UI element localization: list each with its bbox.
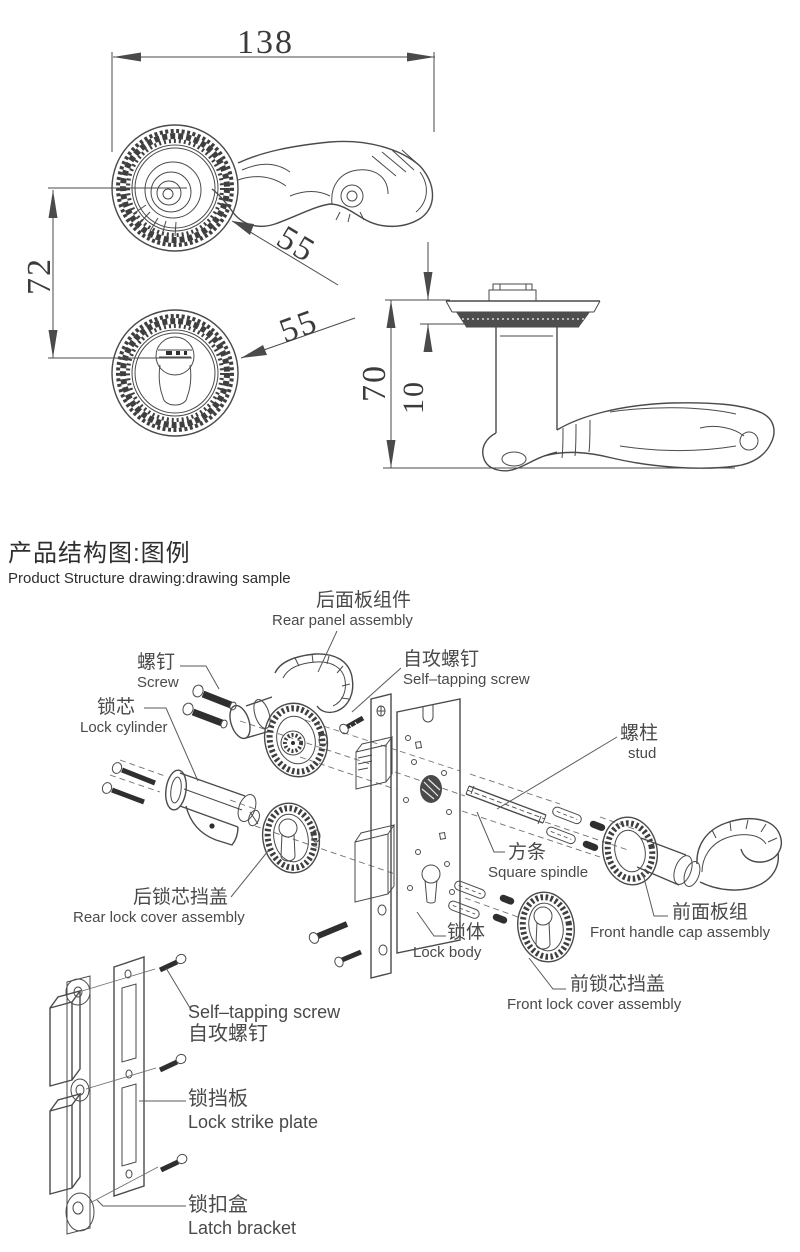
front-lock-cover-part xyxy=(517,891,575,963)
dimension-value-70: 70 xyxy=(356,364,393,402)
label-self-tapping-screw-top: 自攻螺钉 Self–tapping screw xyxy=(403,649,530,689)
label-zh: 锁挡板 xyxy=(188,1088,248,1110)
page-title-en: Product Structure drawing:drawing sample xyxy=(8,570,291,587)
label-zh: 锁芯 xyxy=(97,697,136,718)
front-handle-cap-part xyxy=(601,816,782,891)
label-en: Rear panel assembly xyxy=(272,612,413,630)
dimension-55-bottom-leader xyxy=(240,317,356,359)
rear-panel-assembly-part xyxy=(229,653,354,778)
label-screw: 螺钉 Screw xyxy=(137,652,179,692)
label-en: Lock cylinder xyxy=(80,719,168,737)
label-en: Lock strike plate xyxy=(188,1111,319,1132)
cylinder-screws xyxy=(101,762,156,805)
dimension-70 xyxy=(383,299,735,469)
label-en: Square spindle xyxy=(488,864,589,882)
label-lock-body: 锁体 Lock body xyxy=(413,922,485,962)
side-view-handle xyxy=(445,283,775,472)
label-zh: 自攻螺钉 xyxy=(403,649,480,670)
label-latch-bracket: 锁扣盒 Latch bracket xyxy=(188,1194,296,1239)
label-stud: 螺柱 stud xyxy=(620,723,658,763)
lock-body-part xyxy=(354,693,461,979)
label-front-handle-cap-assembly: 前面板组 Front handle cap assembly xyxy=(590,902,770,942)
label-en: stud xyxy=(628,745,657,763)
dimension-55-top-leader xyxy=(231,220,339,286)
label-zh: 后锁芯挡盖 xyxy=(133,887,229,908)
label-en: Lock body xyxy=(413,944,482,962)
label-en: Self–tapping screw xyxy=(188,1002,341,1022)
label-en: Rear lock cover assembly xyxy=(73,909,245,927)
page-title-zh: 产品结构图:图例 xyxy=(8,540,191,567)
label-lock-strike-plate: 锁挡板 Lock strike plate xyxy=(188,1088,318,1133)
label-zh: 前锁芯挡盖 xyxy=(570,974,666,995)
dimension-value-10: 10 xyxy=(397,380,430,414)
label-zh: 方条 xyxy=(508,842,547,863)
label-square-spindle: 方条 Square spindle xyxy=(488,842,588,882)
dimension-value-138: 138 xyxy=(237,24,294,61)
label-zh: 锁体 xyxy=(447,922,486,943)
self-tapping-screw-top-part xyxy=(339,715,365,735)
label-zh: 前面板组 xyxy=(672,902,749,923)
label-zh: 螺钉 xyxy=(137,652,176,673)
label-en: Latch bracket xyxy=(188,1217,297,1238)
label-en: Front lock cover assembly xyxy=(507,996,682,1014)
page-title: 产品结构图:图例 Product Structure drawing:drawi… xyxy=(8,533,291,587)
label-en: Front handle cap assembly xyxy=(590,924,771,942)
label-lock-cylinder: 锁芯 Lock cylinder xyxy=(80,697,168,737)
lock-body-screws xyxy=(308,921,362,968)
label-zh: 自攻螺钉 xyxy=(188,1023,268,1046)
label-self-tapping-screw-bottom: Self–tapping screw 自攻螺钉 xyxy=(188,1002,340,1047)
strike-plate-assembly xyxy=(49,953,188,1235)
label-zh: 后面板组件 xyxy=(316,590,412,611)
machine-screws xyxy=(182,684,237,729)
label-zh: 螺柱 xyxy=(620,723,659,744)
label-zh: 锁扣盒 xyxy=(188,1194,248,1216)
label-rear-panel-assembly: 后面板组件 Rear panel assembly xyxy=(272,590,413,630)
lock-cylinder-part xyxy=(165,769,260,846)
square-spindle-part xyxy=(465,785,547,825)
dimension-10 xyxy=(420,242,490,352)
label-front-lock-cover-assembly: 前锁芯挡盖 Front lock cover assembly xyxy=(507,974,681,1014)
label-en: Screw xyxy=(137,674,179,692)
label-en: Self–tapping screw xyxy=(403,671,530,689)
rear-lock-cover-part xyxy=(261,802,321,874)
dimension-value-72: 72 xyxy=(21,257,58,295)
dimension-138 xyxy=(111,52,435,152)
front-view-key-rose xyxy=(111,309,239,437)
dimension-72 xyxy=(48,187,192,359)
label-rear-lock-cover-assembly: 后锁芯挡盖 Rear lock cover assembly xyxy=(73,887,245,927)
label-leader-lines xyxy=(96,630,668,1207)
